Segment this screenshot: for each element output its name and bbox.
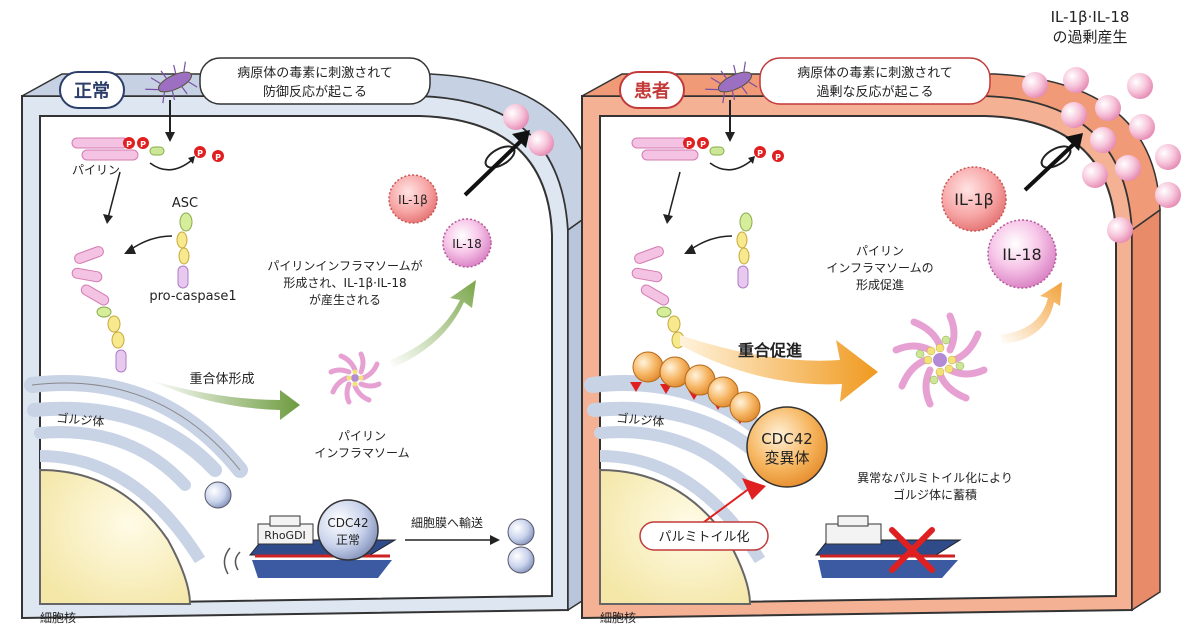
- blocked-x-icon: [889, 527, 935, 573]
- oligomer-promotion-arrow: [680, 335, 878, 402]
- promotion-line1: パイリン: [856, 244, 904, 258]
- accumulated-cdc42: [630, 351, 764, 440]
- normal-stimulus-line2: 防御反応が起こる: [263, 84, 367, 100]
- patient-badge: 患者: [634, 81, 670, 102]
- pyrin-asc-chain: [71, 246, 127, 373]
- release-arrow-patient: [1000, 282, 1062, 344]
- normal-oligomer-label: 重合体形成: [189, 371, 254, 387]
- patient-golgi-label: ゴルジ体: [616, 410, 665, 429]
- top-note-line1: IL-1β·IL-18: [1051, 8, 1130, 26]
- asc-label: ASC: [172, 196, 198, 211]
- patient-stimulus-line2: 過剰な反応が起こる: [816, 85, 933, 100]
- phosphate-label: P: [140, 140, 146, 149]
- promotion-line2: インフラマソームの: [826, 261, 933, 275]
- normal-pyrin-label: パイリン: [72, 163, 120, 177]
- pathogen-icon: [145, 61, 198, 104]
- patient-oligomer-label: 重合促進: [738, 341, 802, 360]
- normal-panel: [21, 57, 597, 620]
- formation-line1: パイリンインフラマソームが: [267, 258, 422, 273]
- il18-ball-patient: [987, 219, 1057, 289]
- patient-nucleus-label: 細胞核: [600, 611, 636, 625]
- asc-molecule: [176, 212, 193, 289]
- inflammasome-small: [328, 351, 382, 405]
- il18-ball-normal: [442, 218, 492, 268]
- blocked-boat: [814, 515, 962, 578]
- phosphate-label: P: [126, 140, 132, 149]
- abnormal-line2: ゴルジ体に蓄積: [893, 487, 977, 502]
- normal-il1b-label: IL-1β: [398, 193, 428, 207]
- promotion-line3: 形成促進: [856, 278, 904, 292]
- formation-line3: が産生される: [309, 292, 381, 307]
- transport-label: 細胞膜へ輸送: [411, 515, 483, 530]
- patient-panel: [581, 57, 1181, 620]
- cdc42-mutant-ball: [746, 406, 828, 488]
- cdc42-normal-ball: [317, 499, 379, 561]
- normal-nucleus-label: 細胞核: [40, 611, 76, 625]
- patient-il1b-label: IL-1β: [954, 190, 994, 209]
- excess-cytokines: [1022, 67, 1181, 243]
- il1b-ball-patient: [941, 166, 1007, 232]
- pyrin-molecule: [71, 137, 165, 161]
- phosphate-label: P: [757, 149, 763, 158]
- normal-cdc42-line1: CDC42: [327, 516, 368, 530]
- inflammasome-large: [892, 312, 988, 408]
- phosphate-label: P: [686, 140, 692, 149]
- normal-stimulus-line1: 病原体の毒素に刺激されて: [237, 66, 393, 81]
- il1b-ball-normal: [388, 174, 438, 224]
- phosphate-label: P: [775, 153, 781, 162]
- top-note-line2: の過剰産生: [1052, 28, 1127, 46]
- patient-il18-label: IL-18: [1002, 245, 1041, 264]
- phosphate-label: P: [700, 140, 706, 149]
- pathogen-icon-patient: [705, 61, 758, 104]
- formation-line2: 形成され、IL-1β·IL-18: [283, 276, 406, 290]
- phosphate-label: P: [197, 149, 203, 158]
- rhogdi-label: RhoGDI: [264, 529, 306, 542]
- normal-cdc42-line2: 正常: [336, 533, 360, 547]
- procaspase-label: pro-caspase1: [149, 289, 236, 304]
- inflammasome-line1: パイリン: [338, 429, 386, 443]
- normal-il18-label: IL-18: [452, 237, 482, 251]
- patient-stimulus-line1: 病原体の毒素に刺激されて: [797, 66, 953, 81]
- palmitoyl-label: パルミトイル化: [658, 530, 749, 545]
- inflammasome-line2: インフラマソーム: [314, 446, 409, 460]
- abnormal-line1: 異常なパルミトイル化により: [857, 471, 1013, 485]
- patient-cdc42-line2: 変異体: [764, 449, 809, 467]
- release-arrow-normal: [390, 280, 476, 368]
- normal-golgi-label: ゴルジ体: [56, 410, 105, 429]
- phosphate-label: P: [215, 153, 221, 162]
- oligomer-arrow: [150, 380, 300, 420]
- patient-cdc42-line1: CDC42: [761, 430, 813, 448]
- normal-badge: 正常: [74, 80, 110, 102]
